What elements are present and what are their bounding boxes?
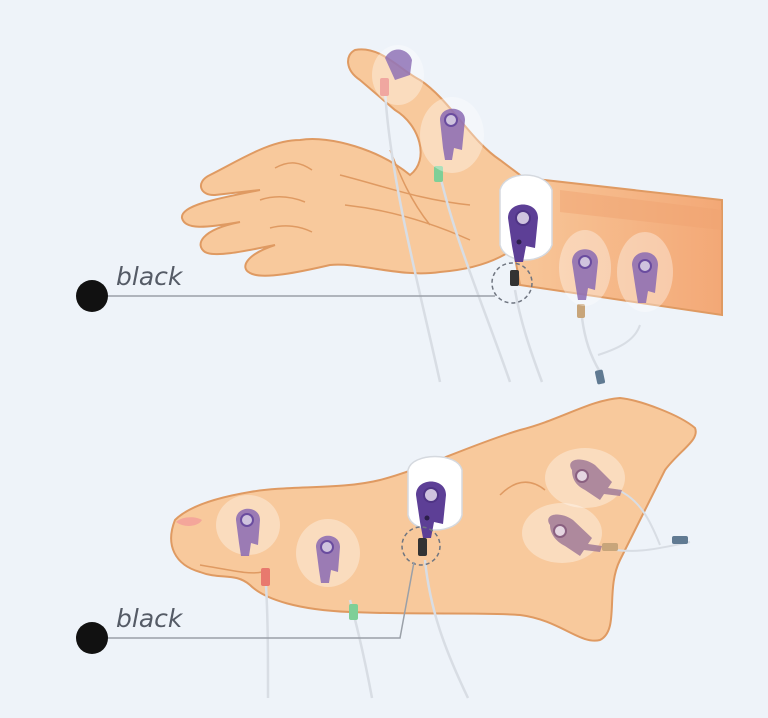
connector-slate [595,369,605,385]
black-dot-icon [76,280,108,312]
callout-label: black [116,604,184,633]
cable [423,559,470,699]
connector-green [434,166,443,182]
cable [580,317,602,373]
sensor-clip-icon [559,230,611,306]
hand-illustration [181,45,723,385]
toe-crease [199,564,263,574]
connector-green [349,604,358,620]
connector-tan [602,543,618,551]
cable [617,489,661,546]
cable [383,89,442,383]
sensor-clip-icon [545,448,625,508]
highlight-circle [491,262,533,304]
black-dot-icon [76,622,108,654]
callout-hand: black [76,262,495,312]
sensor-clip-icon [216,495,280,556]
cable [513,289,544,383]
hand [181,48,532,277]
callout-foot: black [76,561,415,654]
knuckle-crease [269,225,313,233]
highlight-circle [401,526,441,566]
connector-red [261,568,270,586]
callout-label: black [116,262,184,291]
sensor-clip-icon [296,519,360,587]
sensor-clip-icon [407,455,463,538]
sensor-clip-icon [617,232,673,312]
forearm-shade [560,190,722,230]
connector-tan [577,304,585,318]
toenail [176,517,202,526]
knuckle-crease [259,196,306,203]
cable [438,174,512,383]
ankle-crease [499,481,546,496]
knuckle-crease [274,162,313,171]
sensor-clip-icon [372,45,424,105]
foot-illustration [170,396,697,699]
palm-crease [339,174,471,206]
cable [597,324,641,356]
sensor-clip-icon [522,503,602,563]
connector-black [510,270,519,286]
sensor-clip-icon [420,97,484,173]
connector-red [380,78,389,96]
connector-slate [672,536,688,544]
sensor-clip-icon [499,174,553,262]
connector-black [418,538,427,556]
leader-line [92,561,415,639]
